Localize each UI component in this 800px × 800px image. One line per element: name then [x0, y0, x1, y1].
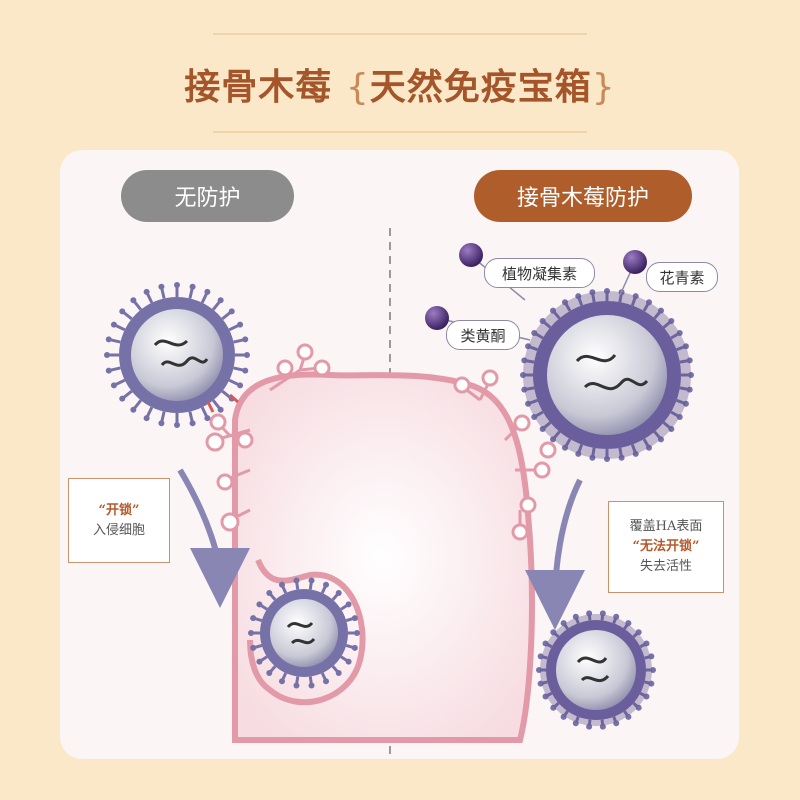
berry-icon — [459, 243, 483, 267]
top-divider — [213, 33, 587, 35]
virus-inactivated — [536, 610, 656, 730]
label-elderberry-protection: 接骨木莓防护 — [474, 170, 692, 222]
lock-mark — [206, 393, 239, 413]
note-right: 覆盖HA表面 “无法开锁” 失去活性 — [608, 501, 724, 593]
bottom-divider — [213, 131, 587, 133]
note-right-highlight: “无法开锁” — [632, 539, 700, 554]
berry-icon — [425, 306, 449, 330]
title-subtitle: 天然免疫宝箱 — [369, 67, 592, 108]
note-left: “开锁” 入侵细胞 — [68, 478, 170, 563]
note-left-text: 入侵细胞 — [92, 522, 145, 538]
brace-close: } — [591, 67, 616, 108]
berry-icon — [623, 250, 647, 274]
host-cell — [232, 371, 535, 743]
receptors-right — [453, 369, 557, 541]
note-right-line1: 覆盖HA表面 — [629, 519, 703, 534]
virus-entering-cell — [248, 577, 360, 689]
virus-spikes — [248, 577, 360, 689]
tag-anthocyanin: 花青素 — [646, 262, 718, 292]
virus-spikes — [520, 288, 694, 462]
brace-open: { — [345, 67, 370, 108]
note-right-line3: 失去活性 — [639, 559, 692, 574]
arrow-right — [525, 478, 586, 630]
note-left-highlight: “开锁” — [98, 502, 140, 518]
virus-covered-by-berry — [520, 288, 694, 462]
tag-lectin: 植物凝集素 — [484, 258, 595, 288]
tag-flavonoid: 类黄酮 — [446, 320, 520, 350]
receptors-left — [205, 343, 331, 532]
title-main: 接骨木莓 — [184, 67, 333, 108]
arrow-left — [177, 468, 250, 608]
virus-unprotected — [104, 282, 250, 428]
page-title: 接骨木莓 {天然免疫宝箱} — [0, 58, 800, 110]
label-no-protection: 无防护 — [121, 170, 294, 222]
